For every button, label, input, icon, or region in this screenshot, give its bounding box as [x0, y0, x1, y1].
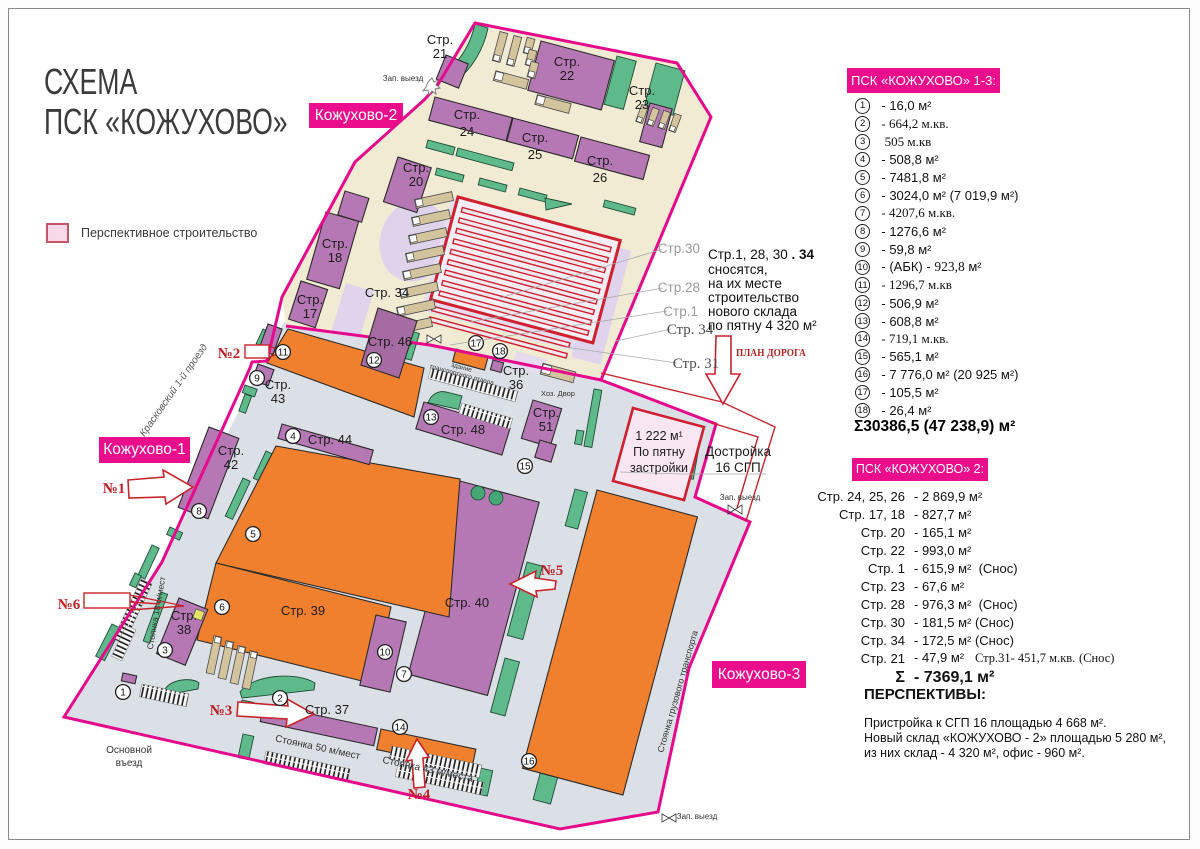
svg-text:Стр.: Стр.	[522, 130, 548, 145]
svg-text:застройки: застройки	[630, 461, 688, 475]
svg-text:Красковский 1-й проезд: Красковский 1-й проезд	[138, 342, 211, 439]
svg-text:Основной: Основной	[106, 745, 152, 756]
svg-text:12: 12	[368, 356, 380, 367]
svg-text:Стр.: Стр.	[533, 405, 559, 420]
svg-text:Стр.28: Стр.28	[658, 280, 700, 295]
svg-text:По пятну: По пятну	[633, 445, 686, 459]
svg-text:Стр.: Стр.	[297, 292, 323, 307]
svg-text:24: 24	[460, 124, 474, 139]
svg-text:№2: №2	[218, 346, 241, 362]
svg-text:20: 20	[409, 174, 423, 189]
svg-text:26: 26	[593, 170, 607, 185]
svg-text:4: 4	[290, 432, 296, 443]
svg-text:Стр. 44: Стр. 44	[308, 432, 352, 447]
svg-text:по пятну 4 320 м²: по пятну 4 320 м²	[708, 318, 817, 333]
svg-text:6: 6	[219, 603, 225, 614]
svg-text:17: 17	[303, 306, 317, 321]
svg-text:16: 16	[523, 757, 535, 768]
svg-text:Стр. 39: Стр. 39	[281, 603, 325, 618]
svg-text:13: 13	[425, 413, 437, 424]
svg-text:Стр. 48: Стр. 48	[441, 422, 485, 437]
svg-text:14: 14	[394, 723, 406, 734]
svg-text:Стр. 37: Стр. 37	[305, 702, 349, 717]
svg-text:Стр.1, 28, 30 . 34: Стр.1, 28, 30 . 34	[708, 247, 815, 262]
svg-text:№3: №3	[210, 703, 233, 719]
svg-text:21: 21	[433, 46, 447, 61]
svg-text:23: 23	[635, 97, 649, 112]
svg-text:Стр. 34: Стр. 34	[365, 285, 409, 300]
svg-text:9: 9	[254, 374, 260, 385]
svg-text:3: 3	[162, 646, 168, 657]
svg-text:Стр.: Стр.	[503, 363, 529, 378]
svg-text:Стр.: Стр.	[403, 160, 429, 175]
svg-text:Стр. 46: Стр. 46	[368, 334, 412, 349]
svg-text:1: 1	[120, 688, 126, 699]
svg-text:Зап. выезд: Зап. выезд	[383, 74, 424, 83]
svg-text:Зап. выезд: Зап. выезд	[677, 812, 718, 821]
svg-text:Стр. 40: Стр. 40	[445, 595, 489, 610]
svg-text:ПЛАН ДОРОГА: ПЛАН ДОРОГА	[736, 347, 806, 359]
svg-text:17: 17	[470, 339, 482, 350]
svg-text:№6: №6	[58, 597, 81, 613]
svg-text:№1: №1	[103, 481, 126, 497]
svg-text:Стр.: Стр.	[171, 608, 197, 623]
svg-text:Стр.30: Стр.30	[658, 241, 700, 256]
svg-text:22: 22	[560, 68, 574, 83]
svg-text:№5: №5	[541, 563, 564, 579]
svg-text:2: 2	[277, 694, 283, 705]
svg-text:8: 8	[196, 507, 202, 518]
svg-text:Стр.: Стр.	[265, 377, 291, 392]
svg-text:1 222 м¹: 1 222 м¹	[635, 429, 683, 443]
svg-text:Достройка: Достройка	[705, 444, 771, 459]
svg-text:51: 51	[539, 419, 553, 434]
svg-text:Стр.: Стр.	[218, 443, 244, 458]
svg-text:15: 15	[519, 462, 531, 473]
svg-text:Стр.1: Стр.1	[663, 304, 698, 319]
svg-text:въезд: въезд	[116, 758, 143, 769]
svg-text:Стр.: Стр.	[454, 107, 480, 122]
svg-text:43: 43	[271, 391, 285, 406]
svg-text:Стр.: Стр.	[322, 236, 348, 251]
svg-text:№4: №4	[408, 787, 431, 803]
svg-text:Стр. 34: Стр. 34	[667, 322, 714, 338]
svg-text:нового склада: нового склада	[708, 304, 797, 319]
svg-text:Зап. выезд: Зап. выезд	[720, 493, 761, 502]
svg-text:Хоз. Двор: Хоз. Двор	[541, 389, 575, 398]
svg-text:Стр.: Стр.	[629, 83, 655, 98]
svg-text:сносятся,: сносятся,	[708, 262, 768, 277]
svg-text:Стр.: Стр.	[587, 153, 613, 168]
svg-text:5: 5	[250, 530, 256, 541]
svg-text:42: 42	[224, 457, 238, 472]
svg-text:11: 11	[278, 348, 289, 359]
svg-text:7: 7	[401, 670, 407, 681]
svg-text:10: 10	[379, 648, 391, 659]
svg-text:25: 25	[528, 147, 542, 162]
svg-text:на их месте: на их месте	[708, 276, 782, 291]
svg-text:строительство: строительство	[708, 290, 799, 305]
svg-text:36: 36	[509, 377, 523, 392]
svg-text:Стр.: Стр.	[427, 32, 453, 47]
svg-text:18: 18	[494, 347, 506, 358]
svg-text:Стр. 31: Стр. 31	[673, 356, 720, 372]
svg-text:16 СГП: 16 СГП	[715, 460, 761, 475]
svg-text:Стр.: Стр.	[554, 54, 580, 69]
svg-text:38: 38	[177, 622, 191, 637]
svg-text:18: 18	[328, 250, 342, 265]
